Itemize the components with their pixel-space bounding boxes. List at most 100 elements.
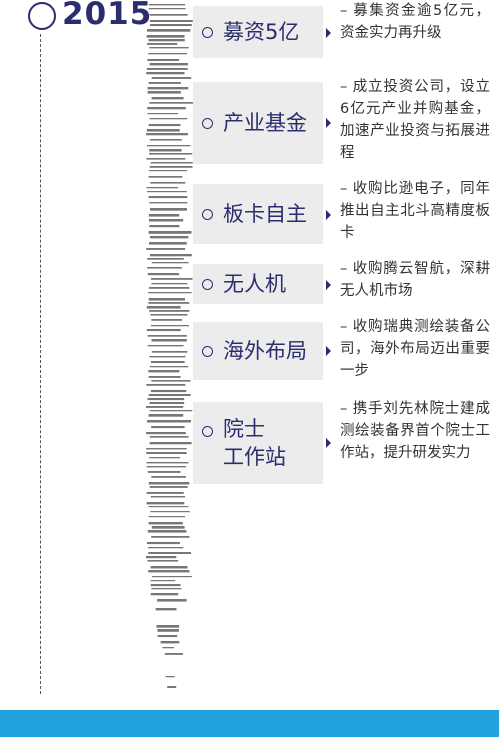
timeline-year: 2015 [62, 0, 153, 32]
timeline-item-desc: – 募集资金逾5亿元，资金实力再升级 [340, 3, 490, 41]
brush-dash [151, 476, 186, 478]
brush-dash [146, 462, 189, 464]
brush-dash [147, 273, 180, 276]
timeline-item-title: 募资5亿 [223, 20, 300, 44]
brush-dash [146, 68, 188, 70]
timeline-item-title: 海外布局 [223, 339, 307, 363]
brush-dash [149, 410, 193, 412]
brush-dash [148, 394, 191, 396]
brush-dash [149, 242, 187, 245]
brush-dash [149, 402, 185, 404]
timeline-item-1: 募资5亿 [193, 6, 323, 58]
brush-dash [151, 536, 190, 538]
bullet-icon [202, 345, 213, 357]
brush-dash [148, 376, 181, 378]
brush-dash [150, 139, 182, 141]
brush-dash [167, 686, 177, 688]
brush-dash [149, 457, 180, 459]
brush-dash [147, 29, 191, 32]
brush-dash [146, 452, 187, 454]
brush-dash [147, 107, 186, 110]
brush-dash [149, 149, 182, 152]
arrow-right-icon [326, 118, 331, 128]
brush-dash [149, 225, 180, 228]
brush-dash [149, 166, 193, 168]
brush-dash [150, 584, 181, 587]
brush-dash [149, 366, 189, 368]
brush-dash [148, 506, 189, 508]
brush-dash [150, 496, 185, 498]
brush-dash [148, 547, 184, 549]
brush-dash [165, 676, 175, 678]
brush-dash [148, 516, 185, 518]
brush-dash [151, 351, 188, 353]
brush-dash [151, 278, 193, 280]
brush-dash [146, 187, 179, 189]
brush-dash [149, 436, 189, 438]
brush-dash [148, 214, 180, 217]
brush-dash [151, 319, 182, 321]
brush-dash [151, 526, 185, 529]
brush-dash [162, 647, 175, 649]
timeline-item-desc: – 收购腾云智航，深耕无人机市场 [340, 261, 490, 299]
timeline-item-2: 产业基金 [193, 82, 323, 164]
brush-dash [147, 59, 179, 61]
brush-dash [151, 77, 192, 79]
brush-dash [147, 113, 179, 115]
brush-dash [150, 580, 176, 582]
brush-dash [148, 176, 183, 178]
brush-dash [157, 599, 187, 602]
brush-dash [149, 47, 189, 49]
brush-dash [150, 182, 186, 184]
brush-dash [150, 24, 192, 27]
brush-dash [146, 448, 187, 450]
brush-dash [150, 325, 189, 327]
brush-dash [147, 267, 182, 269]
brush-dash [146, 129, 180, 132]
brush-dash [149, 202, 188, 204]
brush-dash [146, 329, 181, 332]
brush-dash [149, 63, 188, 66]
timeline-item-title: 板卡自主 [223, 202, 307, 226]
brush-dash [157, 635, 178, 638]
brush-dash [151, 380, 191, 382]
timeline-dashed-line [40, 34, 41, 694]
brush-dash [150, 162, 193, 164]
brush-dash [150, 566, 188, 569]
brush-dash [151, 283, 188, 285]
brush-dash [152, 576, 192, 578]
brush-dash [146, 306, 181, 309]
timeline-item-5: 海外布局 [193, 322, 323, 380]
brush-dash [148, 552, 191, 554]
brush-dash [146, 492, 184, 494]
timeline-item-6: 院士 工作站 [193, 402, 323, 484]
brush-dash [150, 511, 190, 513]
brush-dash [148, 196, 188, 199]
brush-dash [146, 384, 186, 386]
brush-dash [149, 236, 189, 239]
brush-dash [148, 298, 185, 301]
brush-dash [157, 629, 179, 632]
arrow-right-icon [326, 438, 331, 448]
brush-dash [148, 39, 185, 42]
brush-dash [147, 530, 187, 533]
brush-dash [146, 248, 186, 250]
brush-dash [147, 471, 181, 473]
brush-dash [149, 486, 188, 488]
brush-dash [148, 231, 192, 234]
brush-dash [146, 133, 188, 136]
brush-dash [148, 522, 183, 525]
timeline-item-desc: – 携手刘先林院士建成测绘装备界首个院士工作站，提升研发实力 [340, 401, 490, 461]
brush-dash [151, 426, 185, 429]
arrow-right-icon [326, 280, 331, 290]
brush-dash [151, 588, 182, 590]
brush-dash [148, 124, 181, 127]
brush-dash [150, 254, 192, 257]
brush-dash [149, 219, 184, 222]
bullet-icon [202, 208, 213, 220]
timeline-item-desc: – 成立投资公司，设立6亿元产业并购基金，加速产业投资与拓展进程 [340, 79, 490, 161]
brush-dash [147, 398, 185, 401]
brush-dash [146, 406, 184, 408]
brush-dash [147, 542, 180, 545]
brush-dash [149, 118, 188, 120]
